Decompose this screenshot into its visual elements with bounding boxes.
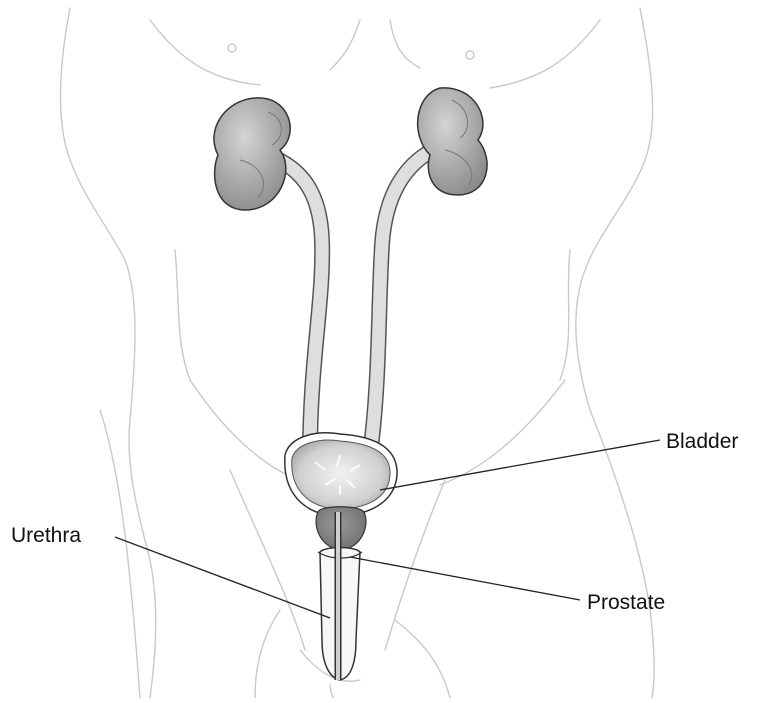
bladder-leader-line [380, 440, 660, 490]
urethra-leader-line [115, 537, 330, 618]
ureters [275, 150, 433, 455]
left-kidney [214, 98, 290, 210]
bladder-label: Bladder [666, 430, 738, 454]
right-kidney [418, 88, 487, 195]
prostate-leader-line [350, 557, 580, 600]
bladder [285, 433, 397, 516]
urethra-label: Urethra [11, 524, 81, 548]
prostate-label: Prostate [587, 591, 665, 615]
